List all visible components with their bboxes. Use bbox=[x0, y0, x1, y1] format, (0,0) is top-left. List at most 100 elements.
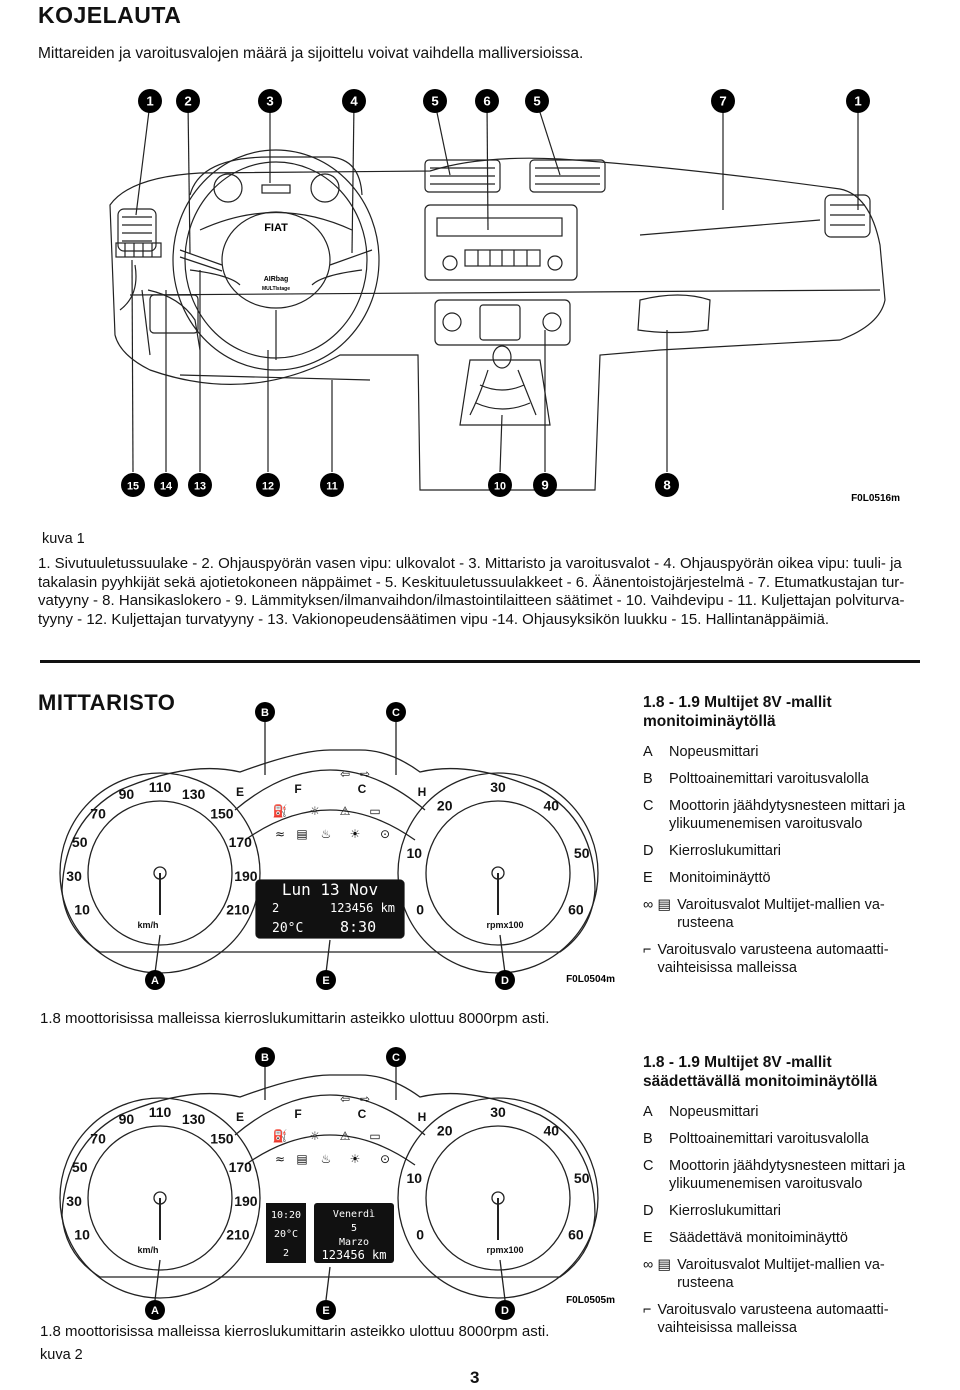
temp-hot-mark: H bbox=[418, 1110, 427, 1124]
fuel-pump-icon: ⛽ bbox=[273, 804, 288, 818]
section-title: MITTARISTO bbox=[38, 690, 176, 715]
fuel-pump-icon: ⛽ bbox=[273, 1129, 288, 1143]
callout-label: B bbox=[261, 1052, 269, 1064]
left-turn-icon: ⇦ bbox=[340, 1092, 350, 1106]
display-odometer: 123456 km bbox=[321, 1248, 386, 1262]
temp-cold-mark: C bbox=[358, 1107, 367, 1121]
steering-icon: ⊙ bbox=[380, 827, 390, 841]
callout-marker bbox=[533, 473, 557, 497]
automatic-gearbox-icon: ⌐ bbox=[643, 942, 652, 958]
callout-label: 15 bbox=[127, 481, 139, 493]
callout-marker bbox=[138, 89, 162, 113]
callout-marker bbox=[655, 473, 679, 497]
warning-lights-row: ⛽ ☼ ⚠ ▭ ≈ ▤ ♨ ☀ ⊙ ⇦ ⇨ bbox=[273, 767, 391, 841]
preheat-icon: ∞ ▤ bbox=[643, 897, 672, 913]
steering-icon: ⊙ bbox=[380, 1152, 390, 1166]
callout-marker bbox=[188, 473, 212, 497]
warning-triangle-icon: ⚠ bbox=[340, 1129, 351, 1143]
callout-marker bbox=[386, 1047, 406, 1067]
callout-marker bbox=[145, 970, 165, 990]
cluster1-legend-title: 1.8 - 1.9 Multijet 8V -mallit monitoimin… bbox=[643, 694, 832, 730]
gauge-tick-label: 90 bbox=[119, 1111, 135, 1127]
gauge-tick-label: 130 bbox=[182, 1111, 206, 1127]
callout-label: C bbox=[392, 707, 400, 719]
legend-item: ∞ ▤Varoitusvalot Multijet-mallien va- ru… bbox=[643, 1257, 885, 1291]
gauge-tick-label: 50 bbox=[72, 834, 88, 850]
display-time: 8:30 bbox=[340, 918, 376, 936]
callout-label: 1 bbox=[146, 94, 153, 109]
callout-marker bbox=[342, 89, 366, 113]
display-temp: 20°C bbox=[272, 921, 303, 936]
callout-marker bbox=[176, 89, 200, 113]
wheel-logo: FIAT bbox=[264, 222, 288, 234]
callout-marker bbox=[475, 89, 499, 113]
rpm-note-1: 1.8 moottorisissa malleissa kierroslukum… bbox=[40, 1010, 550, 1027]
legend-item: ∞ ▤Varoitusvalot Multijet-mallien va- ru… bbox=[643, 897, 885, 931]
callout-marker bbox=[256, 473, 280, 497]
figure-caption-2: kuva 2 bbox=[40, 1347, 83, 1363]
callout-label: 14 bbox=[160, 481, 172, 493]
preheat-icon: ≈ bbox=[275, 1152, 285, 1166]
legend-line: tyyny - 12. Kuljettajan turvatyyny - 13.… bbox=[38, 610, 829, 628]
legend-item: ⌐Varoitusvalo varusteena automaatti- vai… bbox=[643, 942, 889, 976]
cluster1-legend: 1.8 - 1.9 Multijet 8V -mallit monitoimin… bbox=[643, 693, 933, 986]
oil-icon: ♨ bbox=[321, 827, 332, 841]
legend-line: vatyyny - 8. Hansikaslokero - 9. Lämmity… bbox=[38, 592, 905, 609]
callout-label: 8 bbox=[663, 478, 670, 493]
gauge-tick-label: 130 bbox=[182, 786, 206, 802]
automatic-gearbox-icon: ⌐ bbox=[643, 1302, 652, 1318]
cluster2-code: F0L0505m bbox=[566, 1295, 615, 1306]
callout-label: 5 bbox=[533, 94, 540, 109]
gauge-tick-label: 0 bbox=[416, 901, 424, 917]
oil-icon: ♨ bbox=[321, 1152, 332, 1166]
gauge-tick-label: 30 bbox=[490, 779, 506, 795]
page-subtitle: Mittareiden ja varoitusvalojen määrä ja … bbox=[38, 45, 584, 62]
callout-label: 7 bbox=[719, 94, 726, 109]
callout-label: 4 bbox=[350, 94, 358, 109]
gauge-tick-label: 50 bbox=[574, 845, 590, 861]
callout-label: 2 bbox=[184, 94, 191, 109]
gauge-tick-label: 10 bbox=[74, 1226, 90, 1242]
gauge-tick-label: 210 bbox=[226, 1226, 250, 1242]
rpm-unit: rpmx100 bbox=[486, 920, 523, 930]
temp-hot-mark: H bbox=[418, 785, 427, 799]
page-number: 3 bbox=[470, 1368, 480, 1387]
callout-label: D bbox=[501, 975, 509, 987]
battery-icon: ▭ bbox=[369, 1129, 380, 1143]
callout-label: C bbox=[392, 1052, 400, 1064]
temp-cold-mark: C bbox=[358, 782, 367, 796]
fuel-full-mark: F bbox=[294, 782, 301, 796]
display-odometer: 123456 km bbox=[330, 901, 395, 915]
page-title: KOJELAUTA bbox=[38, 2, 182, 28]
callout-label: A bbox=[151, 1305, 159, 1317]
callout-label: 1 bbox=[854, 94, 861, 109]
rpm-note-2: 1.8 moottorisissa malleissa kierroslukum… bbox=[40, 1323, 550, 1340]
speed-unit: km/h bbox=[137, 1245, 158, 1255]
callout-label: E bbox=[322, 1305, 329, 1317]
warning-triangle-icon: ⚠ bbox=[340, 804, 351, 818]
legend-item: ⌐Varoitusvalo varusteena automaatti- vai… bbox=[643, 1302, 889, 1336]
callout-label: E bbox=[322, 975, 329, 987]
dashboard-code: F0L0516m bbox=[851, 493, 900, 504]
gauge-tick-label: 210 bbox=[226, 901, 250, 917]
gauge-tick-label: 110 bbox=[149, 1104, 172, 1120]
callout-marker bbox=[145, 1300, 165, 1320]
cluster1-code: F0L0504m bbox=[566, 974, 615, 985]
callout-marker bbox=[711, 89, 735, 113]
callout-label: D bbox=[501, 1305, 509, 1317]
callout-label: 11 bbox=[326, 481, 337, 493]
display-time: 10:20 bbox=[271, 1210, 301, 1221]
display-gear: 2 bbox=[272, 901, 279, 915]
fog-light-icon: ☼ bbox=[310, 1129, 321, 1143]
callout-marker bbox=[525, 89, 549, 113]
preheat-icon: ≈ bbox=[275, 827, 285, 841]
gauge-tick-label: 70 bbox=[90, 1130, 106, 1146]
